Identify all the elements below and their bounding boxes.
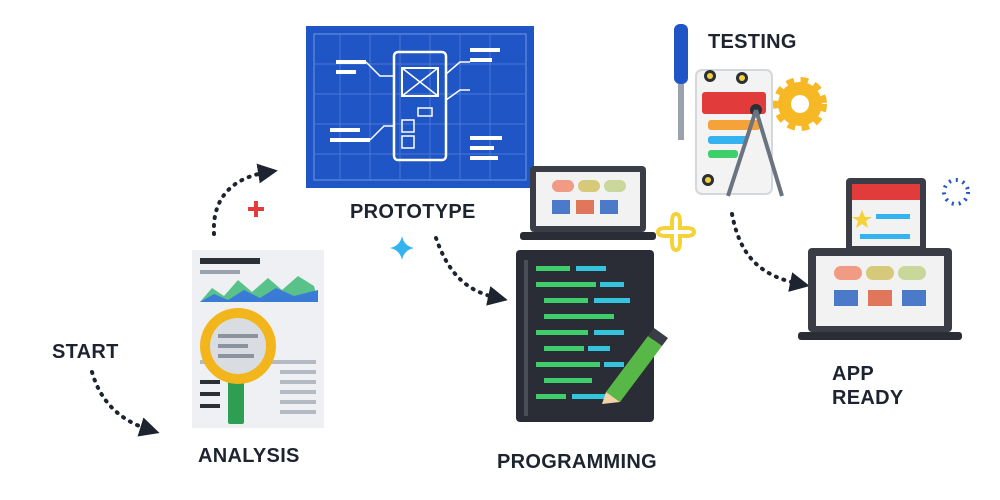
stage-label-start: START <box>52 341 119 363</box>
screwdriver-icon <box>674 24 688 140</box>
compass-icon <box>726 104 784 197</box>
sparkle-icon <box>390 236 414 260</box>
loading-dots-icon <box>942 178 970 206</box>
dotted-arrow-icon <box>211 163 278 236</box>
laptop-icon <box>798 248 962 340</box>
stage-label-app-ready-line2: READY <box>832 387 904 409</box>
stage-label-app-ready: APP READY <box>832 362 932 410</box>
blueprint-icon <box>306 26 534 188</box>
magnifier-icon <box>200 308 276 424</box>
dotted-arrow-icon <box>434 236 508 306</box>
pencil-icon <box>602 328 668 404</box>
dotted-arrow-icon <box>90 370 160 437</box>
plus-icon <box>248 201 264 217</box>
stage-label-prototype: PROTOTYPE <box>350 201 476 223</box>
gear-icon <box>773 77 827 131</box>
plus-icon <box>655 211 697 253</box>
stage-label-app-ready-line1: APP <box>832 363 875 385</box>
stage-label-testing: TESTING <box>708 31 797 53</box>
dotted-arrow-icon <box>730 212 810 292</box>
tablet-icon <box>846 178 926 252</box>
stage-label-programming: PROGRAMMING <box>497 451 657 473</box>
stage-label-analysis: ANALYSIS <box>198 445 300 467</box>
testing-phone-icon <box>695 69 773 195</box>
laptop-icon <box>520 166 656 240</box>
code-editor-icon <box>516 250 654 422</box>
